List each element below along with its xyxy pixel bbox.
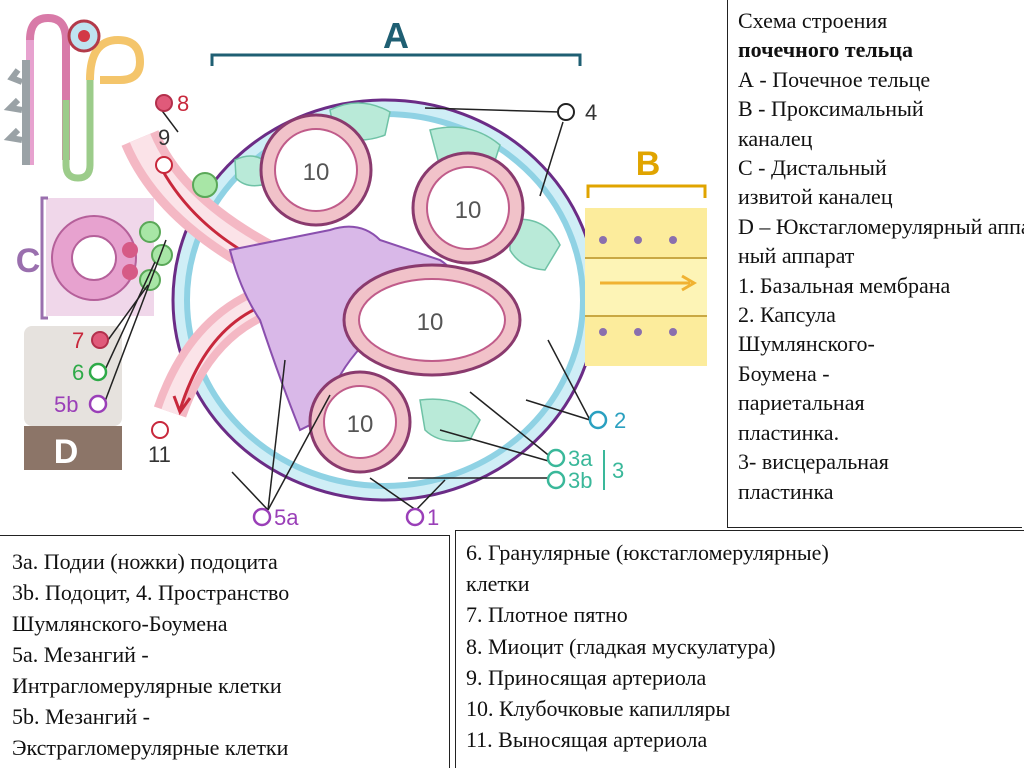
callout-8: 8 bbox=[177, 91, 189, 116]
callout-marker-5b bbox=[88, 394, 108, 414]
legend-br-line: 8. Миоцит (гладкая мускулатура) bbox=[466, 633, 776, 659]
callout-marker-8 bbox=[155, 94, 173, 112]
glomerular-capillaries: 10 10 10 10 bbox=[259, 113, 525, 474]
legend-right-line: 1. Базальная мембрана bbox=[738, 272, 951, 298]
callout-11: 11 bbox=[148, 442, 171, 467]
legend-right-line: париетальная bbox=[738, 390, 865, 416]
callout-marker-5a bbox=[252, 507, 272, 527]
legend-bl-line: Экстрагломерулярные клетки bbox=[12, 735, 289, 760]
legend-right-line: каналец bbox=[738, 125, 813, 151]
callout-marker-4 bbox=[557, 103, 575, 121]
letter-b: B bbox=[636, 145, 661, 183]
nephron-thumbnail bbox=[3, 13, 145, 182]
letter-c: C bbox=[16, 242, 41, 280]
legend-bl-line: 5b. Мезангий - bbox=[12, 704, 150, 729]
capillary-label-middle: 10 bbox=[417, 309, 444, 336]
legend-right: Схема строения почечного тельца А - Поче… bbox=[727, 0, 1024, 528]
legend-right-line: Боумена - bbox=[738, 360, 830, 386]
capillary-label-right: 10 bbox=[455, 197, 482, 224]
callout-marker-7 bbox=[91, 331, 109, 349]
legend-bl-line: 5a. Мезангий - bbox=[12, 642, 149, 667]
efferent-arteriole-arrow bbox=[178, 304, 263, 411]
callout-9: 9 bbox=[158, 125, 170, 150]
granular-cells bbox=[122, 172, 218, 291]
legend-bl-line: Интрагломерулярные клетки bbox=[12, 673, 282, 698]
legend-bl-line: 3b. Подоцит, 4. Пространство bbox=[12, 580, 290, 605]
callout-marker-11 bbox=[151, 421, 169, 439]
legend-right-line: 2. Капсула bbox=[738, 302, 836, 328]
legend-right-line: извитой каналец bbox=[738, 184, 893, 210]
callout-marker-6 bbox=[88, 362, 108, 382]
legend-right-line: пластинка bbox=[738, 478, 834, 504]
legend-br-line: 10. Клубочковые капилляры bbox=[466, 696, 731, 722]
callout-marker-1 bbox=[405, 507, 425, 527]
callout-5a: 5a bbox=[274, 505, 299, 530]
legend-bottom-left: 3a. Подии (ножки) подоцита 3b. Подоцит, … bbox=[0, 535, 450, 768]
legend-br-line: 7. Плотное пятно bbox=[466, 602, 628, 628]
callout-marker-9 bbox=[155, 156, 173, 174]
legend-right-line: Схема строения bbox=[738, 8, 888, 33]
letter-a: A bbox=[383, 15, 409, 56]
legend-right-line: А - Почечное тельце bbox=[738, 66, 931, 92]
callout-7: 7 bbox=[72, 328, 84, 353]
callout-marker-2 bbox=[588, 410, 608, 430]
callout-marker-3a bbox=[546, 448, 566, 468]
legend-bottom-right: 6. Гранулярные (юкстагломерулярные) клет… bbox=[455, 530, 1024, 768]
bracket-a: A bbox=[210, 15, 582, 66]
callout-1: 1 bbox=[427, 505, 439, 530]
letter-d: D bbox=[54, 433, 79, 471]
callouts: 4 8 9 7 6 5b 11 5a 1 2 3a 3b 3 bbox=[54, 91, 626, 530]
renal-corpuscle-diagram: A B C D bbox=[3, 13, 707, 530]
callout-3a: 3a bbox=[568, 446, 593, 471]
distal-tubule: C bbox=[16, 196, 154, 320]
capillary-label-bottom: 10 bbox=[347, 411, 374, 438]
proximal-tubule: B bbox=[585, 145, 707, 366]
legend-right-line: ный аппарат bbox=[738, 243, 855, 269]
callout-3: 3 bbox=[612, 458, 624, 483]
legend-right-line: В - Проксимальный bbox=[738, 96, 924, 122]
legend-right-line: Шумлянского- bbox=[738, 331, 875, 357]
legend-br-line: клетки bbox=[466, 571, 530, 597]
legend-right-line: пластинка. bbox=[738, 419, 840, 445]
callout-4: 4 bbox=[585, 100, 597, 125]
callout-6: 6 bbox=[72, 360, 84, 385]
legend-bl-line: 3a. Подии (ножки) подоцита bbox=[12, 549, 278, 574]
legend-br-line: 11. Выносящая артериола bbox=[466, 727, 708, 753]
legend-right-line: D – Юкстагломерулярный аппарат bbox=[738, 213, 1024, 239]
legend-bl-line: Шумлянского-Боумена bbox=[12, 611, 228, 636]
legend-br-line: 9. Приносящая артериола bbox=[466, 664, 707, 690]
callout-marker-3b bbox=[546, 470, 566, 490]
capillary-label-top: 10 bbox=[303, 159, 330, 186]
legend-right-line: 3- висцеральная bbox=[738, 449, 889, 475]
legend-br-line: 6. Гранулярные (юкстагломерулярные) bbox=[466, 540, 829, 565]
callout-2: 2 bbox=[614, 408, 626, 433]
legend-right-line: С - Дистальный bbox=[738, 155, 887, 181]
callout-3b: 3b bbox=[568, 468, 592, 493]
leader-lines bbox=[103, 107, 591, 511]
callout-5b: 5b bbox=[54, 392, 78, 417]
legend-right-title: почечного тельца bbox=[738, 37, 913, 63]
